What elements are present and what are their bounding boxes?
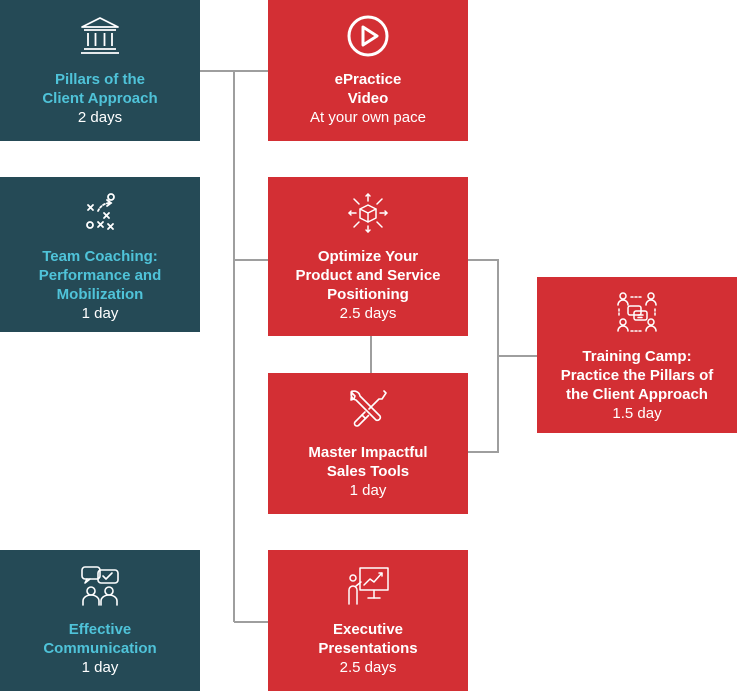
card-duration: 1 day [349,482,387,499]
card-duration: 1 day [81,659,119,676]
card-duration: 2.5 days [339,305,397,322]
card-executive-presentations: Executive Presentations 2.5 days [268,550,468,691]
pillars-building-icon [78,14,122,58]
card-team-coaching: Team Coaching: Performance and Mobilizat… [0,177,200,332]
tools-icon [346,387,390,431]
card-master-sales-tools: Master Impactful Sales Tools 1 day [268,373,468,514]
presentation-board-icon [346,564,390,608]
card-pillars-client-approach: Pillars of the Client Approach 2 days [0,0,200,141]
card-title: Optimize Your Product and Service Positi… [295,248,441,303]
team-meeting-icon [615,291,659,335]
play-circle-icon [346,14,390,58]
card-title: Team Coaching: Performance and Mobilizat… [38,248,162,303]
card-epractice-video: ePractice Video At your own pace [268,0,468,141]
card-duration: 2.5 days [339,659,397,676]
conversation-icon [78,564,122,608]
card-optimize-positioning: Optimize Your Product and Service Positi… [268,177,468,336]
card-title: Master Impactful Sales Tools [308,444,428,480]
card-duration: 1 day [81,305,119,322]
card-duration: 2 days [77,109,123,126]
card-title: Training Camp: Practice the Pillars of t… [560,348,714,403]
card-training-camp: Training Camp: Practice the Pillars of t… [537,277,737,433]
card-effective-communication: Effective Communication 1 day [0,550,200,691]
card-title: ePractice Video [334,71,402,107]
card-title: Executive Presentations [318,621,418,657]
card-duration: At your own pace [310,109,426,126]
card-title: Pillars of the Client Approach [42,71,158,107]
card-duration: 1.5 day [612,405,662,422]
play-strategy-icon [78,191,122,235]
product-box-icon [346,191,390,235]
card-title: Effective Communication [43,621,157,657]
